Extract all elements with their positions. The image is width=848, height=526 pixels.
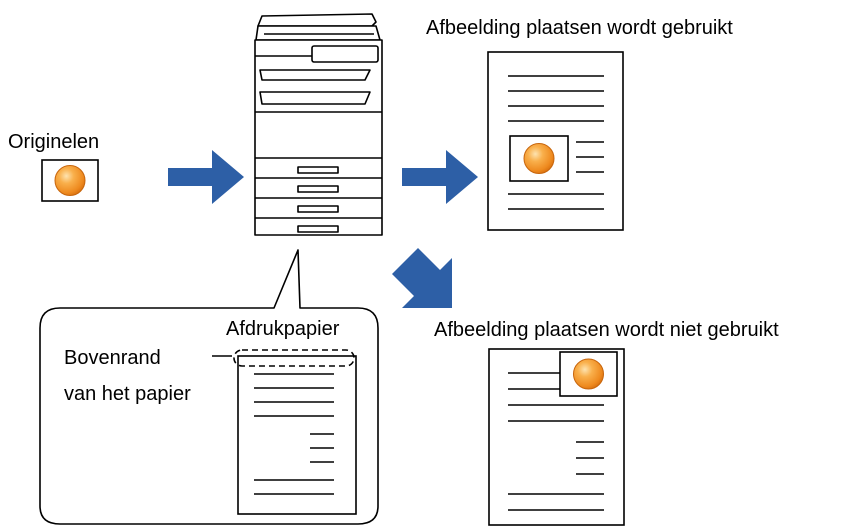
placed-image-circle-icon [523, 143, 555, 174]
original-image-circle-icon [54, 165, 86, 196]
top-edge-label-line2: van het papier [64, 383, 191, 405]
unplaced-image-circle-icon [573, 358, 604, 390]
print-paper-label: Afdrukpapier [226, 318, 340, 340]
arrow-right-icon [402, 150, 478, 204]
original-document [41, 159, 99, 202]
output-document-with-placement [487, 51, 624, 231]
without-image-placement-label: Afbeelding plaatsen wordt niet gebruikt [434, 319, 779, 341]
print-paper-callout [39, 249, 379, 525]
originals-label: Originelen [8, 131, 100, 153]
arrow-right-icon [168, 150, 244, 204]
output-document-without-placement [488, 348, 625, 526]
printer-icon [254, 13, 383, 236]
arrow-down-right-icon [392, 248, 452, 308]
top-edge-label-line1: Bovenrand [64, 347, 161, 369]
with-image-placement-label: Afbeelding plaatsen wordt gebruikt [426, 17, 733, 39]
